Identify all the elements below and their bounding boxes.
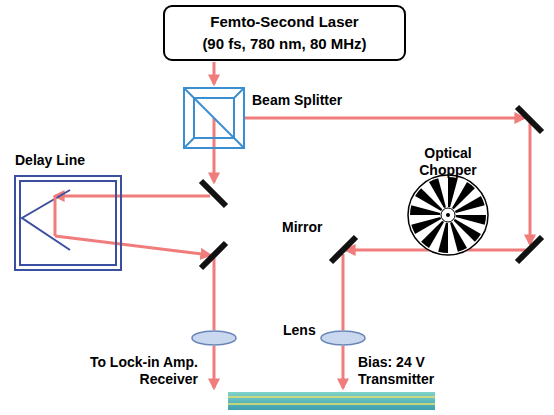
part-label: Mirror <box>282 219 332 236</box>
part-label: Lens <box>283 322 323 339</box>
node-text: Femto-Second Laser <box>210 11 358 33</box>
laser-beam <box>54 196 57 236</box>
node-text: (90 fs, 780 nm, 80 MHz) <box>202 33 366 55</box>
antenna-sample <box>228 392 435 410</box>
laser-beam <box>55 62 530 388</box>
beam-splitter <box>184 88 244 148</box>
part-label: To Lock-in Amp. Receiver <box>80 354 198 388</box>
part-label: Optical Chopper <box>408 145 488 179</box>
mirror <box>201 107 542 268</box>
optical-chopper <box>408 175 488 255</box>
part-label: Delay Line <box>15 152 125 169</box>
part-label: Beam Splitter <box>252 92 372 109</box>
lens <box>192 331 365 345</box>
delay-line <box>15 176 121 270</box>
laser-box: Femto-Second Laser(90 fs, 780 nm, 80 MHz… <box>163 5 406 61</box>
part-label: Bias: 24 V Transmitter <box>358 354 454 388</box>
